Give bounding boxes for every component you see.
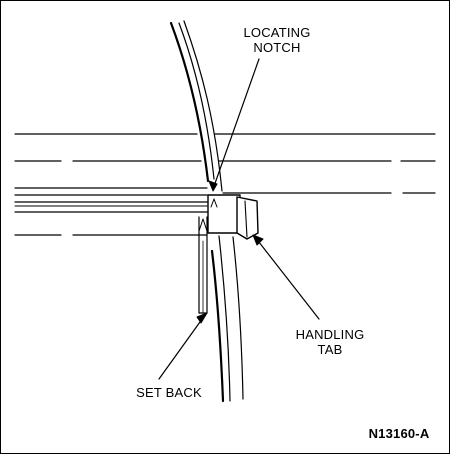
glass-lower-inner [218,235,231,402]
label-locating-notch-line1: LOCATING [243,25,311,40]
label-locating-notch-line2: NOTCH [253,40,301,55]
glass-edge-inner [178,22,215,180]
label-set-back: SET BACK [136,385,202,400]
set-back-leader [158,314,206,380]
label-handling-tab-line1: HANDLING [295,327,365,342]
glass-lower-outer [210,249,225,403]
label-handling-tab-line2: TAB [317,342,343,357]
glass-edge-outer [169,21,210,183]
handling-tab-leader [254,236,320,320]
molding-lower-edge [232,236,244,400]
handling-tab [236,196,259,240]
label-handling-tab: HANDLING TAB [285,327,375,357]
locating-notch-leader [212,58,260,190]
retainer-clip [207,194,241,234]
label-locating-notch: LOCATING NOTCH [237,25,317,55]
molding-edge [183,20,223,192]
figure-code: N13160-A [368,426,430,441]
